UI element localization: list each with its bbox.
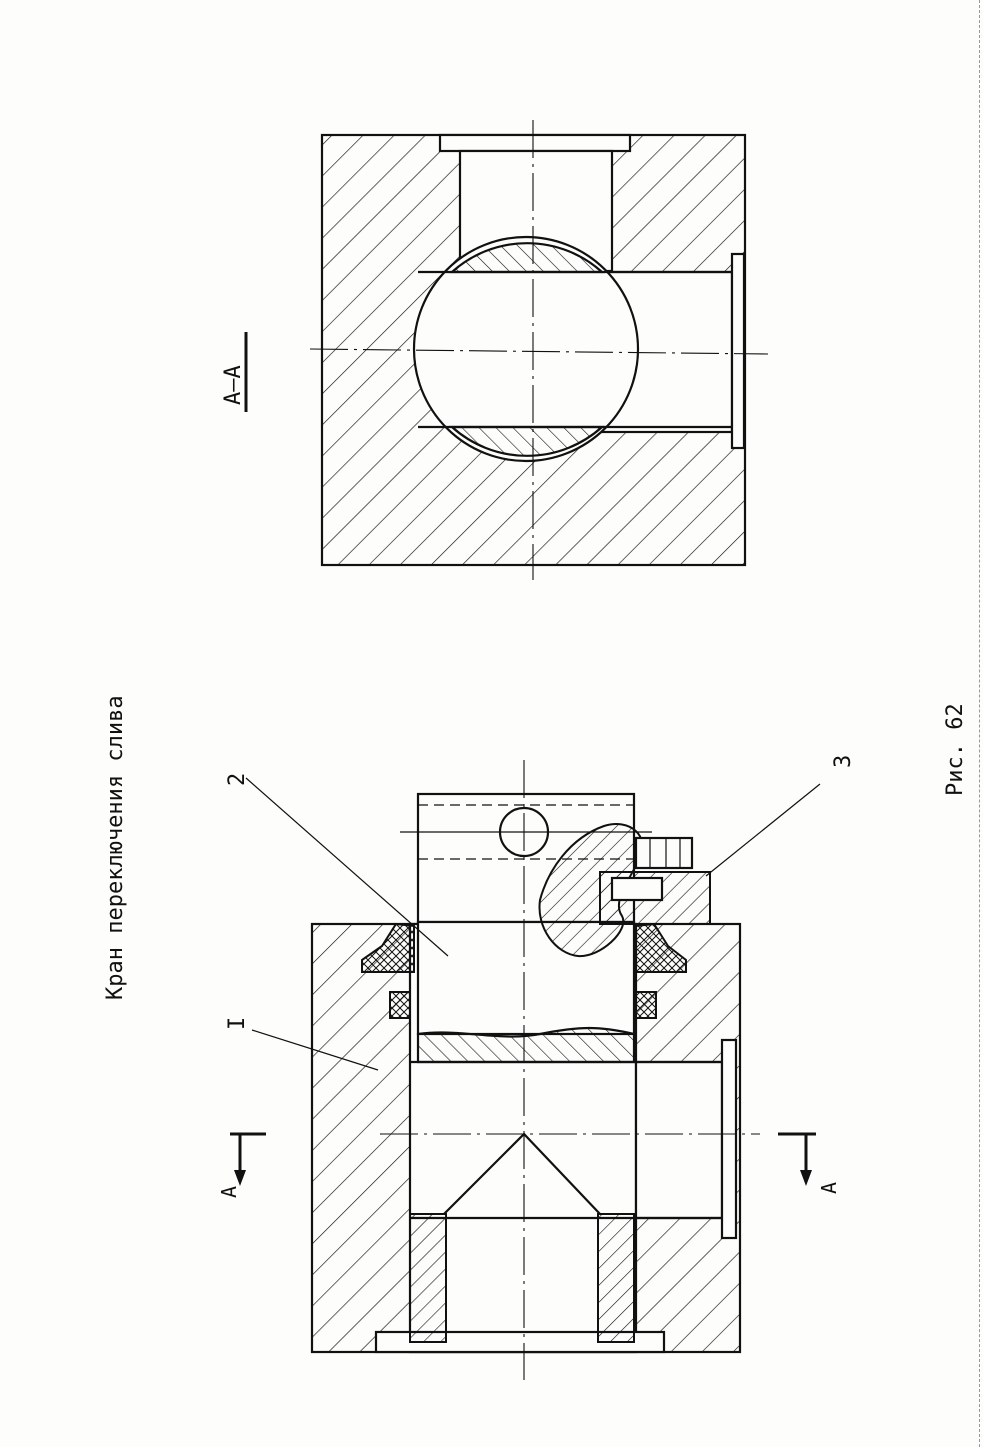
drawing-title: Кран переключения слива (103, 695, 128, 1000)
stop-bracket-slot (610, 876, 664, 902)
cut-arrow-right-head (800, 1170, 812, 1186)
callout-3: 3 (831, 755, 856, 768)
plug-broken-section (416, 1026, 636, 1064)
right-seat-sleeve (597, 1213, 635, 1343)
lower-left-seal (389, 991, 411, 1019)
ball-bottom-segment (449, 425, 605, 457)
section-a-a-view: А–А (221, 120, 769, 580)
lower-right-seal (635, 991, 657, 1019)
ball-cavity (412, 235, 640, 463)
page-edge (979, 0, 983, 1447)
left-seat-sleeve (409, 1213, 447, 1343)
cut-label-left: А (217, 1186, 241, 1198)
section-horizontal-axis (309, 348, 769, 355)
ball-top-segment (449, 242, 605, 274)
bottom-port-recess (374, 1330, 666, 1354)
callout-2: 2 (225, 773, 250, 786)
leader-line-2 (245, 777, 449, 957)
figure-caption: Рис. 62 (943, 703, 968, 796)
outlet-passage (634, 1060, 724, 1220)
main-view: А А 2 I 3 (217, 755, 856, 1380)
cut-label-right: А (817, 1182, 841, 1194)
upper-right-seal (635, 922, 687, 973)
leader-line-1 (251, 1029, 379, 1071)
outlet-plug (720, 1038, 738, 1240)
callout-1: I (225, 1017, 250, 1030)
section-label: А–А (221, 365, 246, 405)
leader-line-3 (705, 783, 821, 877)
top-port-flange (438, 133, 632, 153)
cut-arrow-left-head (234, 1170, 246, 1186)
stop-screw-head (634, 836, 694, 870)
side-port-plug (730, 252, 746, 450)
